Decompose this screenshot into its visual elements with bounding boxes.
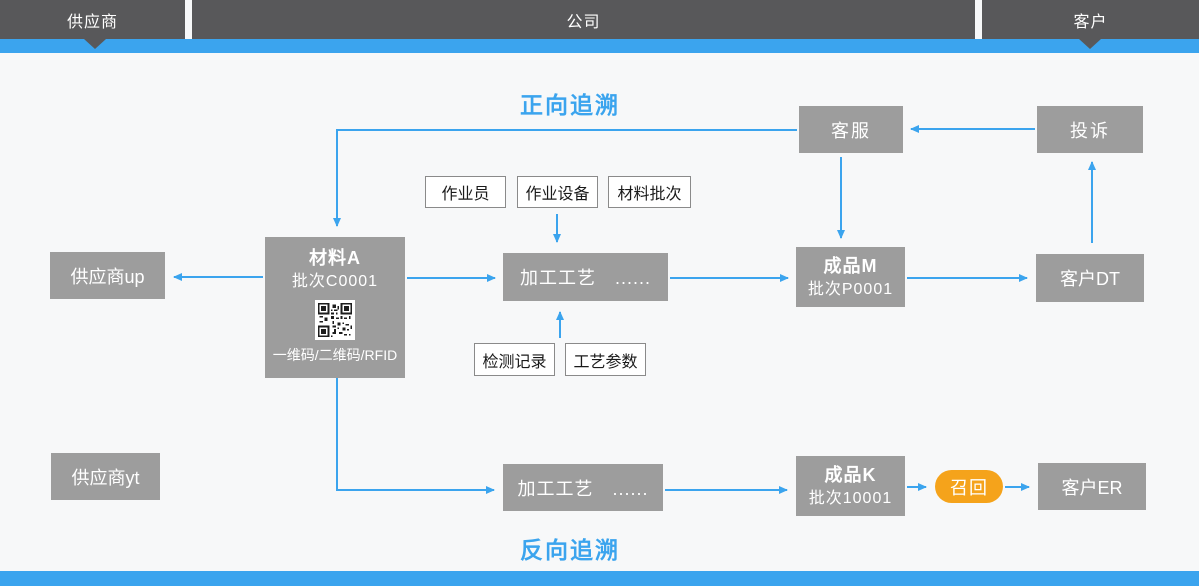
node-process-top: 加工工艺 ...... xyxy=(503,253,668,301)
node-customer-er: 客户ER xyxy=(1038,463,1146,510)
node-material-a-title: 材料A xyxy=(309,248,361,268)
node-material-a: 材料A 批次C0001 一维码/二维码/RFID xyxy=(265,237,405,378)
lane-supplier-label: 供应商 xyxy=(66,13,118,31)
node-customer-service-label: 客服 xyxy=(831,120,871,141)
node-customer-dt-label: 客户DT xyxy=(1060,269,1120,289)
node-complaint-label: 投诉 xyxy=(1070,120,1110,141)
node-product-m-title: 成品M xyxy=(823,255,878,276)
lane-company-label: 公司 xyxy=(566,13,601,31)
node-product-k-batch: 批次10001 xyxy=(808,489,893,507)
tag-material-batch-label: 材料批次 xyxy=(617,186,682,203)
lane-customer: 客户 xyxy=(982,0,1199,39)
qr-code-icon xyxy=(315,300,355,340)
tag-inspection-record: 检测记录 xyxy=(474,343,555,376)
node-supplier-up: 供应商up xyxy=(50,252,165,299)
node-process-top-label: 加工工艺 ...... xyxy=(519,268,651,288)
node-supplier-yt: 供应商yt xyxy=(51,453,160,500)
recall-badge: 召回 xyxy=(935,470,1003,503)
lane-customer-pointer-icon xyxy=(1079,39,1101,49)
tag-process-params: 工艺参数 xyxy=(565,343,646,376)
tag-operator: 作业员 xyxy=(425,176,506,208)
tag-operator-label: 作业员 xyxy=(441,186,490,203)
tag-equipment-label: 作业设备 xyxy=(525,186,590,203)
node-product-k-title: 成品K xyxy=(824,464,877,485)
node-process-bottom: 加工工艺 ...... xyxy=(503,464,663,511)
node-product-k: 成品K 批次10001 xyxy=(796,456,905,516)
forward-trace-title: 正向追溯 xyxy=(520,92,620,118)
footer-accent-bar xyxy=(0,571,1199,586)
node-supplier-yt-label: 供应商yt xyxy=(71,467,140,488)
lane-customer-label: 客户 xyxy=(1073,13,1108,31)
node-material-a-code-caption: 一维码/二维码/RFID xyxy=(272,347,398,363)
recall-badge-label: 召回 xyxy=(950,477,988,498)
tag-process-params-label: 工艺参数 xyxy=(573,353,638,371)
tag-material-batch: 材料批次 xyxy=(608,176,691,208)
node-customer-dt: 客户DT xyxy=(1036,254,1144,302)
node-supplier-up-label: 供应商up xyxy=(70,266,145,287)
header-accent-bar xyxy=(0,39,1199,53)
tag-inspection-record-label: 检测记录 xyxy=(482,353,547,371)
node-customer-service: 客服 xyxy=(799,106,903,153)
backward-trace-title: 反向追溯 xyxy=(520,537,620,563)
node-product-m: 成品M 批次P0001 xyxy=(796,247,905,307)
node-complaint: 投诉 xyxy=(1037,106,1143,153)
tag-equipment: 作业设备 xyxy=(517,176,598,208)
lane-company: 公司 xyxy=(192,0,975,39)
node-product-m-batch: 批次P0001 xyxy=(807,280,894,298)
lane-supplier: 供应商 xyxy=(0,0,185,39)
node-material-a-batch: 批次C0001 xyxy=(291,273,379,290)
node-customer-er-label: 客户ER xyxy=(1061,477,1123,498)
lane-supplier-pointer-icon xyxy=(84,39,106,49)
node-process-bottom-label: 加工工艺 ...... xyxy=(517,478,649,499)
